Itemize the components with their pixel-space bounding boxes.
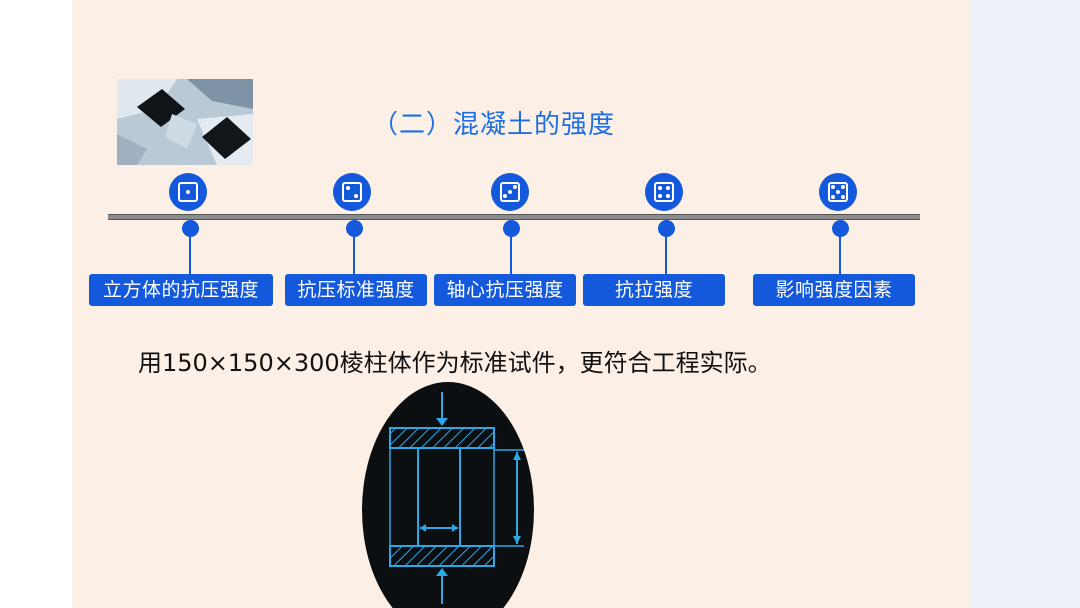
statement-text: 用150×150×300棱柱体作为标准试件，更符合工程实际。 xyxy=(138,349,772,377)
slide: （二）混凝土的强度 立方体的抗压强度 抗压标准强度 轴心抗压强度 xyxy=(72,0,970,608)
timeline-dot xyxy=(658,220,675,237)
cube-specimen-photo xyxy=(117,79,253,165)
die-five-icon xyxy=(819,173,857,211)
slide-title: （二）混凝土的强度 xyxy=(372,110,616,140)
die-four-icon xyxy=(645,173,683,211)
timeline-connector xyxy=(665,236,667,274)
timeline-dot xyxy=(503,220,520,237)
timeline-bar xyxy=(108,214,920,220)
die-two-icon xyxy=(333,173,371,211)
timeline-connector xyxy=(189,236,191,274)
timeline-connector xyxy=(353,236,355,274)
timeline-label-standard-compressive-strength[interactable]: 抗压标准强度 xyxy=(285,274,427,306)
timeline-dot xyxy=(182,220,199,237)
timeline-label-axial-compressive-strength[interactable]: 轴心抗压强度 xyxy=(434,274,576,306)
timeline-connector xyxy=(510,236,512,274)
timeline-dot xyxy=(832,220,849,237)
timeline-label-strength-factors[interactable]: 影响强度因素 xyxy=(753,274,915,306)
timeline-dot xyxy=(346,220,363,237)
prism-test-diagram xyxy=(362,382,542,608)
timeline-label-tensile-strength[interactable]: 抗拉强度 xyxy=(583,274,725,306)
timeline-label-cube-strength[interactable]: 立方体的抗压强度 xyxy=(89,274,273,306)
die-three-icon xyxy=(491,173,529,211)
left-margin xyxy=(0,0,72,608)
die-one-icon xyxy=(169,173,207,211)
timeline-connector xyxy=(839,236,841,274)
right-margin xyxy=(970,0,1080,608)
